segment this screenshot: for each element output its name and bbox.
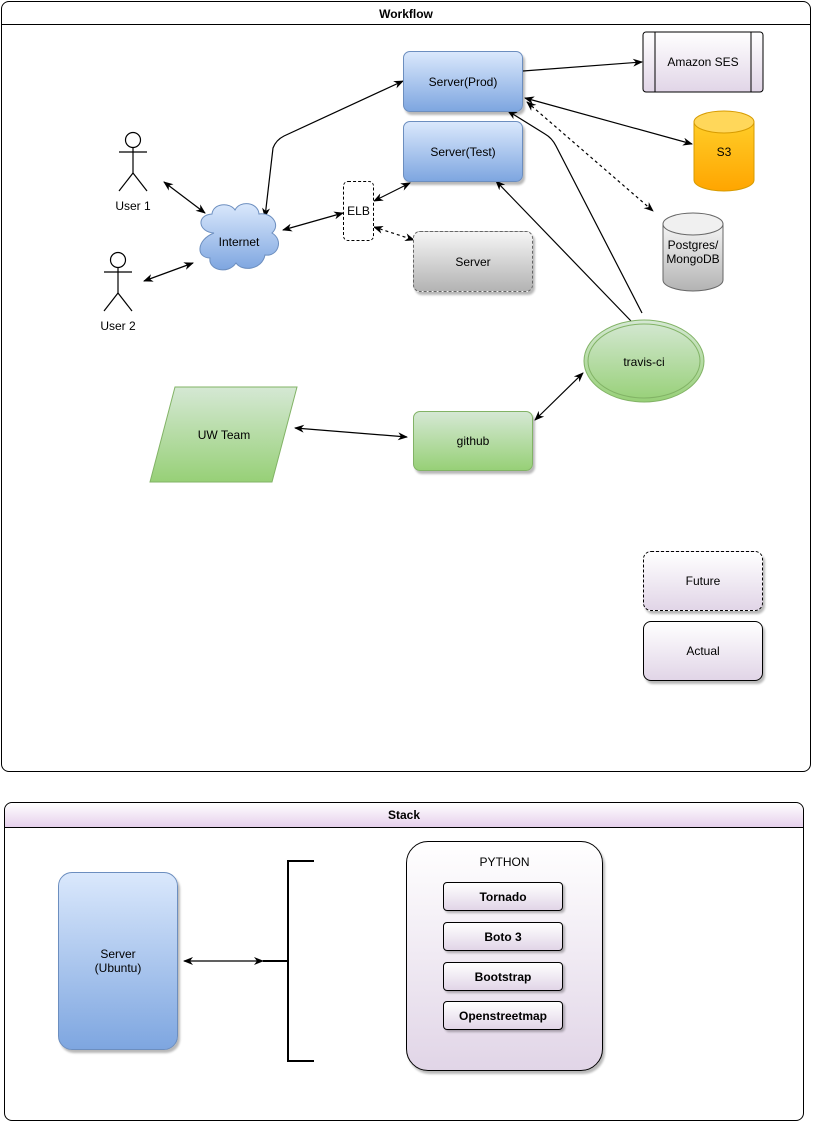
stack-bracket-shape xyxy=(263,860,314,1062)
edge-travis-prod xyxy=(507,110,643,314)
elb-label: ELB xyxy=(347,204,370,218)
user1-actor-icon xyxy=(118,131,148,192)
server-test-label: Server(Test) xyxy=(430,144,496,159)
edge-elb-test xyxy=(373,182,411,202)
edge-prod-ses xyxy=(522,58,643,72)
s3-label: S3 xyxy=(716,145,732,159)
edge-internet-elb xyxy=(282,211,344,232)
travis-ellipse-shape xyxy=(583,319,705,403)
stack-pool: Stack xyxy=(4,802,804,1121)
edge-github-travis xyxy=(534,372,584,421)
s3-cylinder-icon xyxy=(693,110,755,192)
library-boto3: Boto 3 xyxy=(443,922,563,951)
stack-server-label-line2: (Ubuntu) xyxy=(94,961,142,975)
library-bootstrap: Bootstrap xyxy=(443,962,563,991)
python-container: PYTHON xyxy=(406,841,603,1071)
github-label: github xyxy=(456,434,490,448)
elb-node[interactable]: ELB xyxy=(343,181,374,241)
legend-actual-label: Actual xyxy=(686,644,720,658)
team-parallelogram-shape xyxy=(149,386,298,483)
server-test-node[interactable]: Server(Test) xyxy=(403,121,523,182)
user2-label: User 2 xyxy=(100,319,136,333)
edge-travis-test xyxy=(495,180,632,322)
server-prod-label: Server(Prod) xyxy=(428,74,498,89)
edge-internet-prod xyxy=(262,80,404,218)
workflow-title: Workflow xyxy=(2,2,810,25)
database-label-line2: MongoDB xyxy=(666,252,720,266)
legend-actual-node: Actual xyxy=(643,621,763,681)
stack-server-label-line1: Server xyxy=(100,947,136,961)
amazon-ses-label: Amazon SES xyxy=(667,55,739,69)
internet-label: Internet xyxy=(218,235,260,249)
stack-server-node[interactable]: Server (Ubuntu) xyxy=(58,872,178,1050)
library-tornado: Tornado xyxy=(443,882,563,911)
edge-user2-internet xyxy=(143,262,194,282)
edge-team-github xyxy=(294,424,408,441)
library-openstreetmap: Openstreetmap xyxy=(443,1001,563,1030)
team-label: UW Team xyxy=(197,428,251,442)
server-future-label: Server xyxy=(455,254,491,269)
stack-title: Stack xyxy=(5,803,803,828)
edge-prod-db xyxy=(526,101,654,212)
legend-future-node: Future xyxy=(643,551,763,611)
travis-label: travis-ci xyxy=(623,355,665,369)
edge-elb-future xyxy=(373,225,415,242)
database-cylinder-icon xyxy=(662,212,724,292)
server-prod-node[interactable]: Server(Prod) xyxy=(403,51,523,112)
database-label-line1: Postgres/ xyxy=(667,238,719,252)
edge-user1-internet xyxy=(163,181,206,214)
user2-actor-icon xyxy=(103,251,133,312)
github-node[interactable]: github xyxy=(413,411,533,471)
python-title: PYTHON xyxy=(479,855,530,869)
internet-cloud-icon xyxy=(199,203,279,271)
server-future-node[interactable]: Server xyxy=(413,231,533,292)
user1-label: User 1 xyxy=(115,199,151,213)
legend-future-label: Future xyxy=(685,574,721,588)
amazon-ses-box-shape xyxy=(642,31,764,93)
